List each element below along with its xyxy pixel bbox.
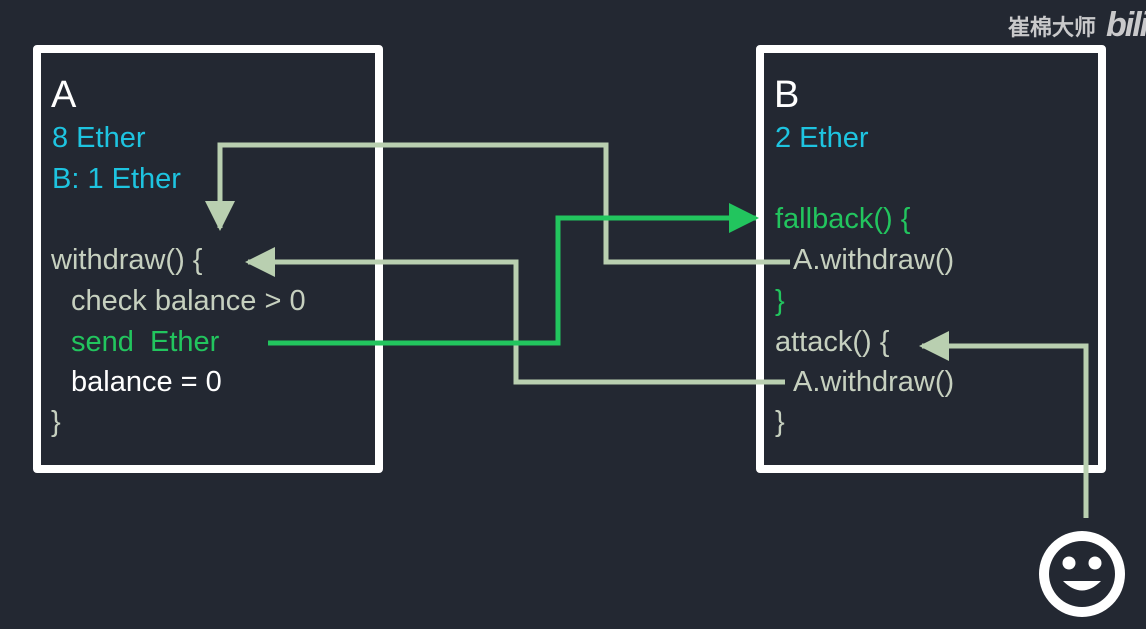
attacker-invoke-arrow [919,331,1089,518]
withdraw-closing-brace: } [51,406,61,438]
send-ether-line: send Ether [71,326,220,358]
watermark-author: 崔棉大师 [1007,14,1096,40]
fallback-closing-brace: } [775,285,785,317]
contract-b-box [756,45,1106,473]
contract-b-name: B [774,74,800,116]
bilibili-logo: bili [1106,6,1146,44]
contract-a-ledger: B: 1 Ether [52,163,181,195]
send-ether-arrow [268,203,759,346]
contract-a-box [33,45,383,473]
reentrant-call-arrow [205,142,790,265]
attack-withdraw-call: A.withdraw() [793,366,955,398]
fallback-function-header: fallback() { [775,203,911,235]
watermark: 崔棉大师 bili [1008,6,1146,45]
check-balance-line: check balance > 0 [71,285,306,317]
attack-call-arrow [245,247,785,385]
attack-closing-brace: } [775,406,785,438]
contract-a-balance: 8 Ether [52,122,146,154]
balance-reset-line: balance = 0 [71,366,222,398]
smiley-face-icon [1039,531,1125,617]
withdraw-function-header: withdraw() { [51,244,203,276]
fallback-withdraw-call: A.withdraw() [793,244,955,276]
contract-a-name: A [51,74,77,116]
attack-function-header: attack() { [775,326,890,358]
contract-b-balance: 2 Ether [775,122,869,154]
